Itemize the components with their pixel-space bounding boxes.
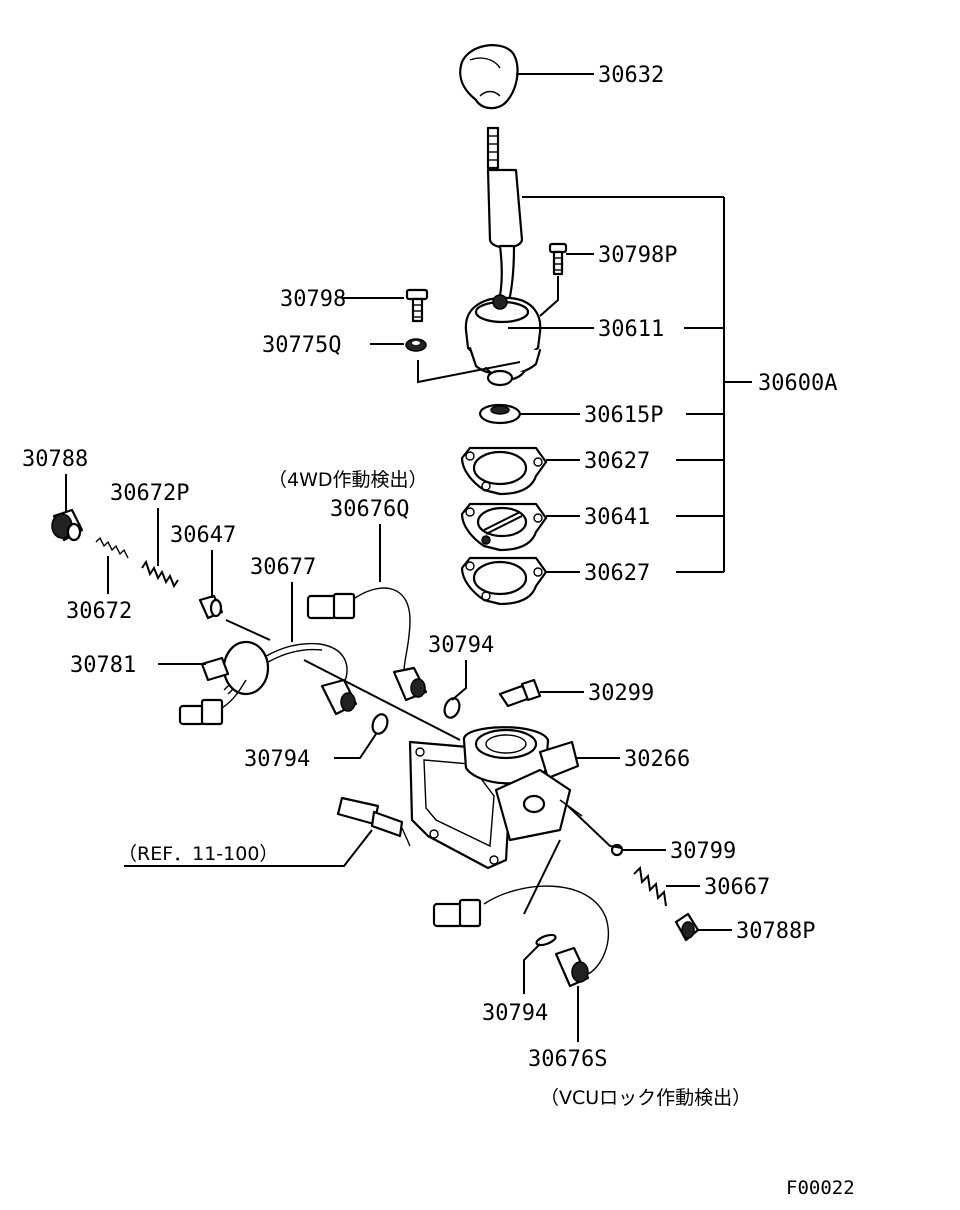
- shift-lever-drawing: [486, 126, 524, 307]
- label-30647: 30647: [170, 523, 236, 548]
- spring-30667-drawing: [633, 865, 667, 907]
- label-30672p: 30672P: [110, 481, 189, 506]
- label-30799: 30799: [670, 839, 736, 864]
- label-30781: 30781: [70, 653, 136, 678]
- label-30788p: 30788P: [736, 919, 815, 944]
- leader-lines: [65, 73, 752, 1042]
- label-30798p: 30798P: [598, 243, 677, 268]
- leader-bolt-30798p-housing: [539, 276, 559, 317]
- nut-30775q-drawing: [405, 338, 427, 352]
- sealant-tube-drawing: [336, 796, 411, 847]
- o-ring-30794-lower-drawing: [535, 933, 557, 947]
- transfer-housing-30266-drawing: [408, 726, 583, 870]
- label-30641: 30641: [584, 505, 650, 530]
- note-4wd-detection: （4WD作動検出）: [268, 469, 428, 491]
- label-30632: 30632: [598, 63, 664, 88]
- leader-bracket-30798-30775q: [417, 360, 521, 384]
- bolt-30299-drawing: [498, 678, 542, 708]
- gasket-30627-upper-drawing: [460, 446, 548, 496]
- label-30794-upper: 30794: [428, 633, 494, 658]
- plug-30788-drawing: [51, 508, 84, 542]
- note-reference: （REF．11-100）: [118, 843, 278, 865]
- label-30611: 30611: [598, 317, 664, 342]
- plug-30788p-drawing: [674, 912, 700, 942]
- bolt-30798-drawing: [405, 288, 429, 323]
- label-30667: 30667: [704, 875, 770, 900]
- harness-30677-drawing: [178, 640, 358, 726]
- switch-30676q-drawing: [306, 587, 428, 702]
- label-30794-lower: 30794: [482, 1001, 548, 1026]
- label-30798: 30798: [280, 287, 346, 312]
- spring-30672-drawing: [95, 536, 129, 559]
- label-30600a: 30600A: [758, 371, 837, 396]
- label-30627-lower: 30627: [584, 561, 650, 586]
- shift-knob-drawing: [459, 44, 519, 110]
- label-30676s: 30676S: [528, 1047, 607, 1072]
- label-30266: 30266: [624, 747, 690, 772]
- label-30677: 30677: [250, 555, 316, 580]
- label-30672: 30672: [66, 599, 132, 624]
- cup-30647-drawing: [198, 594, 224, 620]
- switch-30676s-drawing: [432, 885, 610, 988]
- label-30299: 30299: [588, 681, 654, 706]
- label-30627-upper: 30627: [584, 449, 650, 474]
- bolt-30798p-drawing: [548, 242, 568, 276]
- label-30794-middle: 30794: [244, 747, 310, 772]
- label-30775q: 30775Q: [262, 333, 341, 358]
- label-30615p: 30615P: [584, 403, 663, 428]
- label-30676q: 30676Q: [330, 497, 409, 522]
- spring-30672p-drawing: [141, 559, 179, 589]
- plate-30641-drawing: [460, 502, 548, 552]
- o-ring-30794-middle-drawing: [371, 713, 389, 735]
- lever-housing-30611-drawing: [464, 294, 542, 387]
- label-30788: 30788: [22, 447, 88, 472]
- figure-code: F00022: [786, 1177, 855, 1199]
- o-ring-30794-upper-drawing: [443, 697, 461, 719]
- boot-30615p-drawing: [478, 403, 522, 425]
- gasket-30627-lower-drawing: [460, 556, 548, 606]
- note-vcu-lock-detection: （VCUロック作動検出）: [540, 1087, 751, 1109]
